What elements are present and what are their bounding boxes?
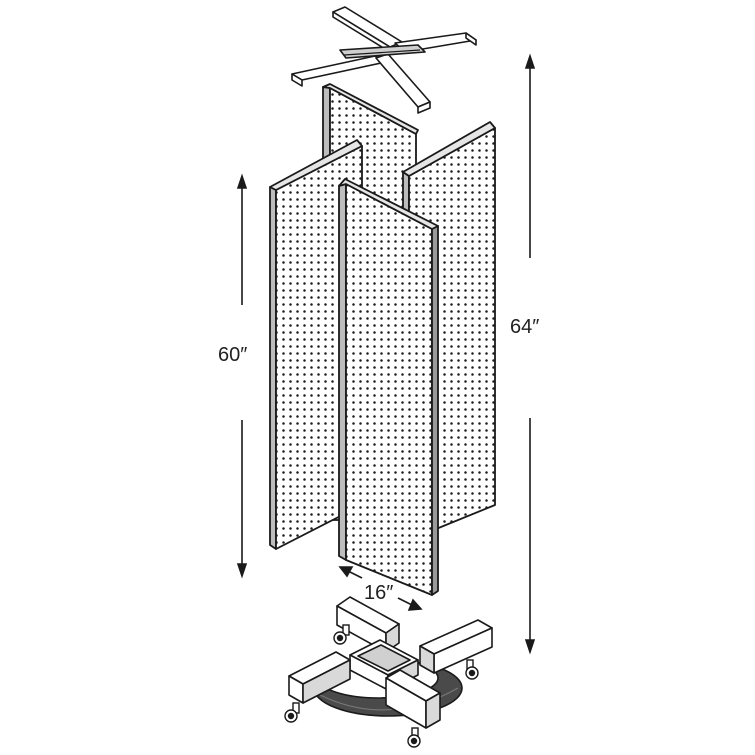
rolling-base — [288, 596, 493, 729]
height-total-label: 64″ — [510, 316, 540, 338]
top-bracket-arm-lower — [375, 53, 431, 108]
pegboard-panel-front — [338, 178, 439, 596]
top-bracket-arm-left — [291, 55, 387, 81]
width-panel-label: 16″ — [364, 582, 394, 604]
dimension-line-64 — [524, 53, 536, 655]
caster-front — [407, 727, 421, 748]
top-cross-bracket — [291, 6, 477, 114]
height-panels-label: 60″ — [218, 344, 248, 366]
dimension-line-60 — [236, 173, 248, 579]
top-bracket-center — [339, 44, 426, 59]
caster-right — [465, 659, 479, 680]
top-bracket-arm-upper — [332, 6, 403, 48]
caster-left — [284, 702, 300, 723]
dimension-line-16 — [338, 566, 423, 611]
caster-back — [333, 624, 350, 645]
